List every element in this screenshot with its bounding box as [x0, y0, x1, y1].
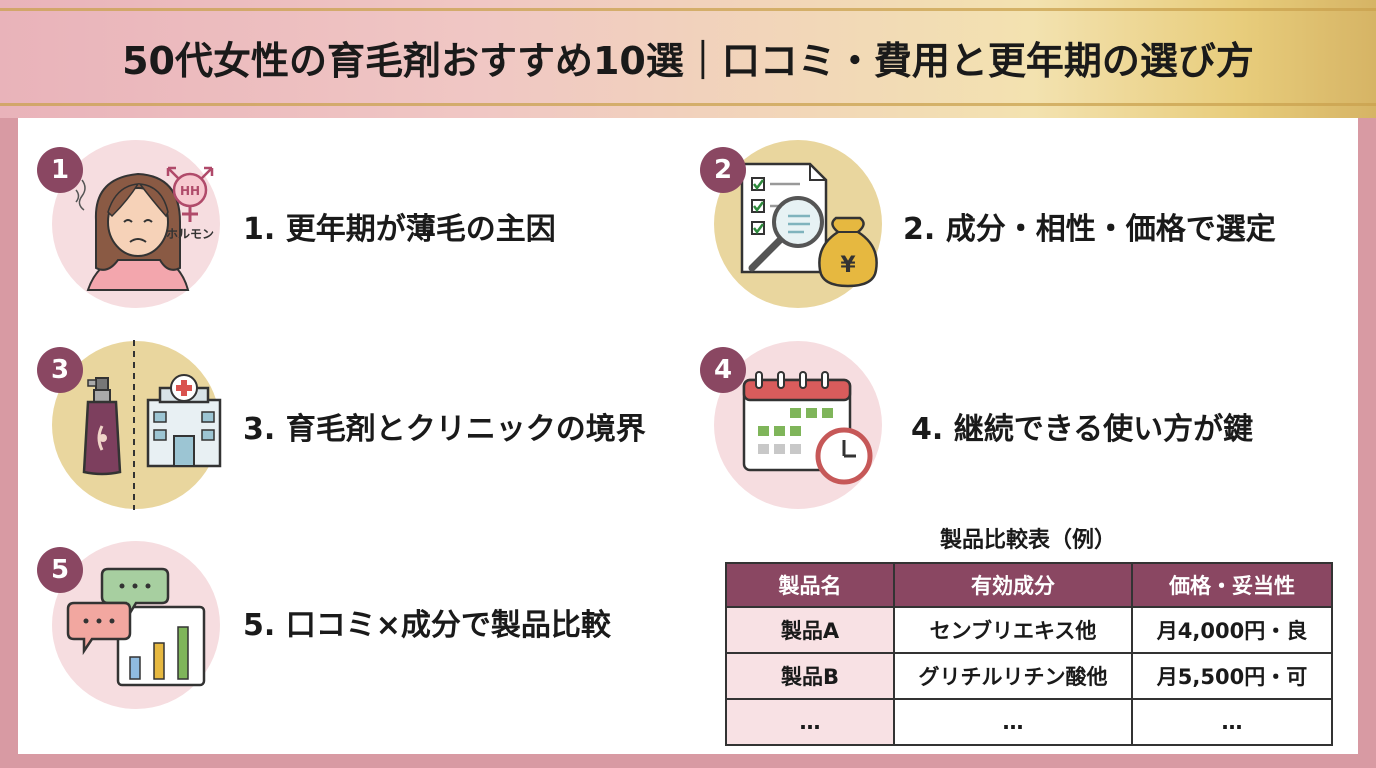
currency-symbol: ¥	[840, 253, 856, 278]
hormone-caption: ホルモン	[166, 227, 214, 241]
checklist-magnifier-money-bag-icon: ¥	[740, 162, 878, 288]
table-header-row: 製品名 有効成分 価格・妥当性	[725, 562, 1333, 608]
item-1-badge: 1	[37, 147, 83, 193]
item-5-badge: 5	[37, 547, 83, 593]
table-header-cell: 価格・妥当性	[1131, 562, 1333, 608]
calendar-clock-icon	[742, 371, 873, 485]
hormone-symbol-text: HH	[180, 184, 200, 198]
item-3-label: 3. 育毛剤とクリニックの境界	[243, 412, 646, 447]
item-2-badge: 2	[700, 147, 746, 193]
item-2-label: 2. 成分・相性・価格で選定	[903, 212, 1276, 247]
table-cell: センブリエキス他	[893, 606, 1133, 654]
item-4-badge: 4	[700, 347, 746, 393]
table-row: … … …	[725, 698, 1333, 746]
comparison-table: 製品名 有効成分 価格・妥当性 製品A センブリエキス他 月4,000円・良 製…	[725, 562, 1333, 746]
speech-bubbles-bar-chart-icon	[66, 567, 206, 687]
table-cell: グリチルリチン酸他	[893, 652, 1133, 700]
table-title: 製品比較表（例）	[939, 528, 1116, 553]
table-cell: …	[1131, 698, 1333, 746]
table-row: 製品A センブリエキス他 月4,000円・良	[725, 606, 1333, 654]
table-cell: 製品B	[725, 652, 895, 700]
item-4-label: 4. 継続できる使い方が鍵	[911, 412, 1254, 447]
spray-bottle-and-hospital-icon	[82, 340, 222, 510]
table-cell: 月5,500円・可	[1131, 652, 1333, 700]
header-bottom-rule	[0, 103, 1376, 106]
table-cell: …	[725, 698, 895, 746]
table-header-cell: 製品名	[725, 562, 895, 608]
item-5-label: 5. 口コミ×成分で製品比較	[243, 608, 611, 643]
table-header-cell: 有効成分	[893, 562, 1133, 608]
table-cell: …	[893, 698, 1133, 746]
item-1-label: 1. 更年期が薄毛の主因	[243, 212, 556, 247]
page-title: 50代女性の育毛剤おすすめ10選｜口コミ・費用と更年期の選び方	[122, 39, 1254, 83]
table-cell: 月4,000円・良	[1131, 606, 1333, 654]
woman-thinning-hair-hormone-icon: HH ホルモン	[75, 166, 214, 291]
table-cell: 製品A	[725, 606, 895, 654]
header-banner: 50代女性の育毛剤おすすめ10選｜口コミ・費用と更年期の選び方	[0, 0, 1376, 118]
table-row: 製品B グリチルリチン酸他 月5,500円・可	[725, 652, 1333, 700]
header-top-rule	[0, 8, 1376, 11]
item-3-badge: 3	[37, 347, 83, 393]
